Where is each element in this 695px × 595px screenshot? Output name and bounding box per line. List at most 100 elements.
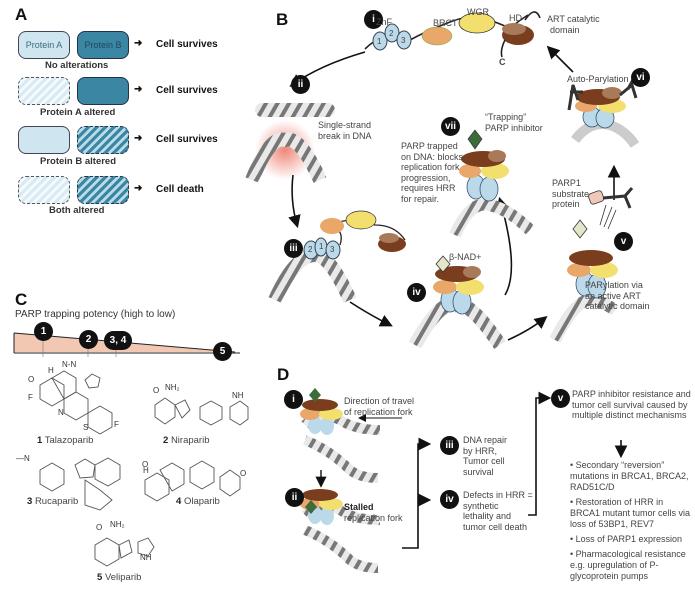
step-badge-ii: ii — [291, 75, 310, 94]
inhibitor-diamond — [467, 129, 483, 150]
svg-text:F: F — [114, 420, 119, 429]
svg-text:S: S — [83, 423, 88, 432]
row-caption: Protein A altered — [40, 107, 116, 118]
svg-text:O: O — [153, 386, 159, 395]
protein-b-altered-box — [77, 176, 129, 204]
dna-helix — [255, 103, 335, 117]
nad-label: β-NAD+ — [449, 252, 482, 262]
znf-iii-number: 1 — [319, 242, 324, 251]
znf3-number: 3 — [401, 36, 406, 45]
svg-text:O: O — [28, 375, 34, 384]
svg-text:O: O — [240, 469, 246, 478]
znf3-domain — [396, 30, 412, 50]
nad-diamond — [435, 255, 451, 273]
svg-text:—N: —N — [16, 454, 30, 463]
step-badge-vii: vii — [441, 117, 460, 136]
drug-label-olaparib: 4 Olaparib — [176, 496, 220, 507]
c-terminus-label: C — [499, 57, 506, 67]
step-badge-d-ii: ii — [285, 488, 304, 507]
drug-label-talazoparib: 1 Talazoparib — [37, 435, 94, 446]
step-badge-d-v: v — [551, 389, 570, 408]
arrow-icon: ➜ — [134, 84, 143, 95]
panel-d-label: D — [277, 365, 290, 384]
protein-b-altered-box — [77, 126, 129, 154]
hd-domain — [502, 23, 526, 35]
step-badge-d-iv: iv — [440, 490, 459, 509]
svg-text:NH₂: NH₂ — [165, 383, 180, 392]
step-badge-iv: iv — [407, 283, 426, 302]
drug-label-niraparib: 2 Niraparib — [163, 435, 210, 446]
molecule-structures — [39, 370, 249, 567]
svg-text:H: H — [48, 366, 54, 375]
panel-b-label: B — [276, 10, 289, 29]
svg-text:O: O — [142, 460, 148, 469]
ssb-glow — [255, 120, 315, 180]
mechanism-item: • Secondary “reversion” mutations in BRC… — [570, 460, 689, 492]
step-badge-v: v — [614, 232, 633, 251]
drug-label-veliparib: 5 Veliparib — [97, 572, 142, 583]
wgr-label: WGR — [467, 7, 489, 17]
outcome-label: Cell survives — [156, 39, 218, 50]
svg-text:NH₂: NH₂ — [110, 520, 125, 529]
arrow-icon: ➜ — [134, 133, 143, 144]
potency-marker-2: 2 — [79, 330, 98, 349]
mechanism-item: • Loss of PARP1 expression — [570, 534, 683, 544]
dna-helix — [268, 247, 357, 303]
znf1-number: 1 — [377, 37, 382, 46]
svg-text:N: N — [58, 408, 64, 417]
outcome-label: Cell survives — [156, 134, 218, 145]
arrow-vi-to-i — [546, 45, 574, 73]
dna-helix — [549, 293, 619, 343]
znf-label: ZnF — [376, 17, 393, 27]
art-label: ART catalytic — [547, 14, 600, 24]
svg-text:NH: NH — [232, 391, 244, 400]
arrow-icon: ➜ — [134, 183, 143, 194]
znf2-number: 2 — [389, 29, 394, 38]
dna-helix — [449, 198, 535, 238]
step-badge-vi: vi — [631, 68, 650, 87]
potency-marker-3-4: 3, 4 — [104, 331, 132, 350]
protein-a-altered-box — [18, 176, 70, 204]
outcome-label: Cell death — [156, 184, 204, 195]
potency-title: PARP trapping potency (high to low) — [15, 309, 176, 320]
mechanism-item: • Restoration of HRR in BRCA1 mutant tum… — [570, 497, 691, 529]
resistance-mechanisms-list: • Secondary “reversion” mutations in BRC… — [570, 460, 695, 586]
row-caption: Both altered — [49, 205, 105, 216]
potency-marker-1: 1 — [34, 322, 53, 341]
hd-label: HD — [509, 13, 522, 23]
dna-break — [245, 132, 327, 183]
trapping-inhibitor-label: “Trapping”PARP inhibitor — [485, 112, 543, 133]
znf1-domain — [372, 31, 388, 51]
protein-b-box: Protein B — [77, 31, 129, 59]
panel-c-label: C — [15, 290, 28, 309]
step-badge-d-iii: iii — [440, 436, 459, 455]
protein-b-label: Protein B — [84, 40, 122, 50]
panel-a-label: A — [15, 5, 28, 24]
step-badge-iii: iii — [284, 239, 303, 258]
brct-domain — [421, 26, 453, 46]
arrow-iii-to-iv — [349, 301, 393, 327]
row-caption: Protein B altered — [40, 156, 117, 167]
protein-a-label: Protein A — [25, 40, 63, 50]
step-badge-d-i: i — [284, 390, 303, 409]
step-badge-i: i — [364, 10, 383, 29]
svg-text:NH: NH — [140, 553, 152, 562]
auto-parylation-label: Auto-Parylation — [567, 74, 629, 84]
svg-text:F: F — [28, 393, 33, 402]
mechanism-item: • Pharmacological resistance e.g. upregu… — [570, 549, 686, 581]
substrate-protein — [588, 190, 605, 205]
protein-a-box — [18, 126, 70, 154]
svg-text:N-N: N-N — [62, 360, 76, 369]
protein-b-box — [77, 77, 129, 105]
drug-label-rucaparib: 3 Rucaparib — [27, 496, 79, 507]
outcome-label: Cell survives — [156, 85, 218, 96]
protein-a-altered-box — [18, 77, 70, 105]
protein-a-box: Protein A — [18, 31, 70, 59]
